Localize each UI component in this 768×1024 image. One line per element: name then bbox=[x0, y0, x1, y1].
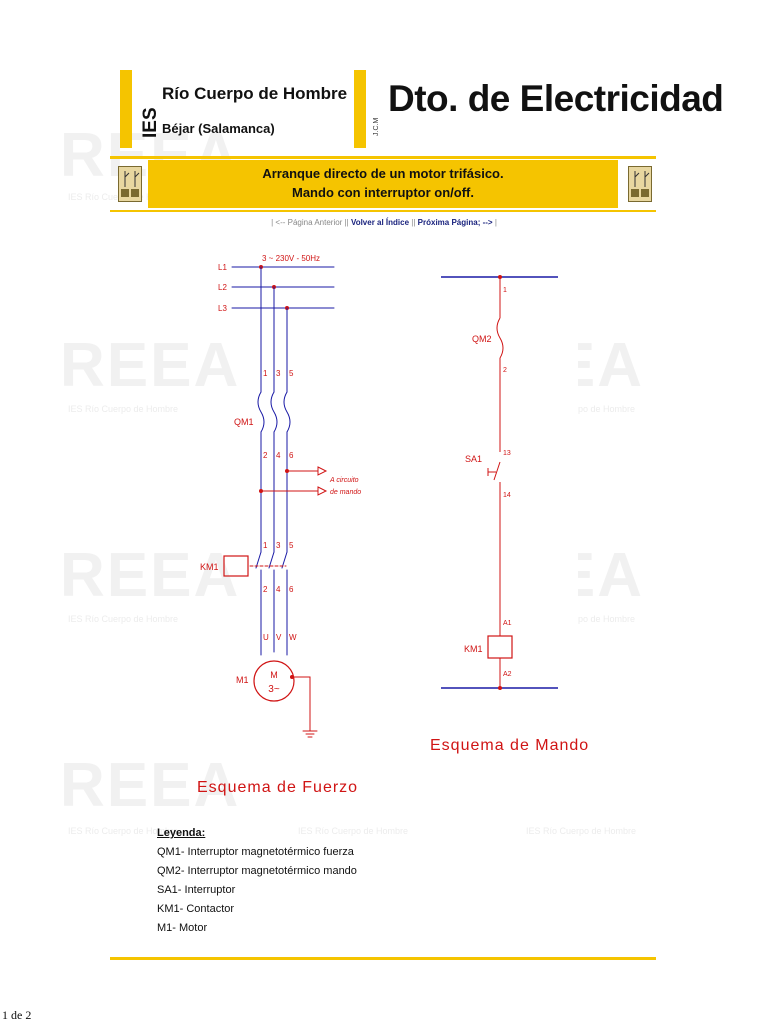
sa1-terminal-14: 14 bbox=[503, 492, 511, 499]
department-title: Dto. de Electricidad bbox=[388, 78, 724, 119]
nav-next-link[interactable]: Próxima Página; --> bbox=[417, 218, 493, 227]
watermark: REEA bbox=[578, 545, 644, 607]
motor-symbol-phases: 3~ bbox=[268, 684, 280, 695]
sa1-terminal-13: 13 bbox=[503, 450, 511, 457]
author-tag: J.C.M bbox=[373, 118, 380, 136]
qm1-label: QM1 bbox=[234, 417, 254, 427]
nav-index-link[interactable]: Volver al Índice bbox=[350, 218, 410, 227]
motor-terminal-v: V bbox=[276, 633, 282, 642]
header-divider bbox=[110, 156, 656, 159]
coil-terminal-a2: A2 bbox=[503, 671, 512, 678]
km1-control-coil bbox=[487, 635, 513, 659]
watermark-sub: IES Río Cuerpo de Hombre bbox=[298, 826, 409, 836]
motor-symbol bbox=[253, 660, 295, 702]
circuit-icon-left bbox=[118, 166, 142, 202]
watermark: REEA bbox=[60, 331, 241, 400]
qm1-terminal-6: 6 bbox=[289, 451, 294, 460]
sa1-contact bbox=[493, 461, 501, 481]
page-number: 1 de 2 bbox=[2, 1008, 32, 1022]
km1-terminal-1: 1 bbox=[263, 541, 268, 550]
ies-logo: IES bbox=[140, 107, 160, 138]
to-control-label: A circuito bbox=[329, 477, 359, 484]
watermark-sub: po de Hombre bbox=[578, 614, 636, 624]
title-band: Arranque directo de un motor trifásico. … bbox=[148, 160, 618, 208]
page-navigation: | <-- Página Anterior || Volver al Índic… bbox=[0, 218, 768, 227]
qm1-breaker bbox=[257, 391, 291, 433]
km1-terminal-6: 6 bbox=[289, 585, 294, 594]
power-circuit: 3 ~ 230V - 50Hz L1 L2 L3 1 3 5 QM1 2 4 6 bbox=[197, 254, 361, 796]
km1-terminal-2: 2 bbox=[263, 585, 268, 594]
control-caption: Esquema de Mando bbox=[430, 737, 589, 754]
coil-terminal-a1: A1 bbox=[503, 620, 512, 627]
legend-item: M1- Motor bbox=[157, 922, 208, 934]
legend: Leyenda: QM1- Interruptor magnetotérmico… bbox=[157, 824, 357, 938]
motor-symbol-m: M bbox=[270, 670, 278, 680]
watermark-sub: po de Hombre bbox=[578, 404, 636, 414]
line-label-l2: L2 bbox=[218, 283, 227, 292]
page-title-line2: Mando con interruptor on/off. bbox=[292, 185, 474, 200]
km1-terminal-3: 3 bbox=[276, 541, 281, 550]
legend-item: QM1- Interruptor magnetotérmico fuerza bbox=[157, 846, 354, 858]
circuit-icon-right bbox=[628, 166, 652, 202]
legend-item: SA1- Interruptor bbox=[157, 884, 236, 896]
m1-label: M1 bbox=[236, 675, 249, 685]
line-label-l1: L1 bbox=[218, 263, 227, 272]
sa1-actuator bbox=[487, 468, 496, 476]
ies-label: IES bbox=[140, 107, 160, 138]
header-accent-left bbox=[120, 70, 132, 148]
sa1-label: SA1 bbox=[465, 454, 482, 464]
arrow-icon bbox=[317, 466, 328, 476]
watermark: REEA bbox=[578, 335, 644, 397]
footer-divider bbox=[110, 957, 656, 960]
km1-control-label: KM1 bbox=[464, 644, 483, 654]
watermark-sub: IES Río Cuerpo de Hombre bbox=[526, 826, 637, 836]
nav-separator: | bbox=[271, 218, 276, 227]
ground-icon bbox=[302, 730, 318, 738]
title-divider bbox=[110, 210, 656, 212]
watermark: REEA bbox=[60, 541, 241, 610]
author-label: J.C.M bbox=[373, 118, 380, 136]
header-accent-right bbox=[354, 70, 366, 148]
switch-icon bbox=[121, 171, 140, 197]
qm1-terminal-1: 1 bbox=[263, 369, 268, 378]
km1-coil-box bbox=[223, 555, 249, 577]
legend-item: QM2- Interruptor magnetotérmico mando bbox=[157, 865, 357, 877]
km1-label: KM1 bbox=[200, 562, 219, 572]
line-label-l3: L3 bbox=[218, 304, 227, 313]
nav-separator: || bbox=[409, 218, 418, 227]
motor-terminal-u: U bbox=[263, 633, 269, 642]
nav-prev-link[interactable]: <-- Página Anterior bbox=[275, 218, 343, 227]
watermark-sub: IES Río Cuerpo de Hombre bbox=[68, 614, 179, 624]
qm2-label: QM2 bbox=[472, 334, 492, 344]
motor-terminal-w: W bbox=[289, 633, 297, 642]
page-title-line1: Arranque directo de un motor trifásico. bbox=[262, 166, 504, 181]
watermark: REEA bbox=[60, 751, 241, 820]
qm1-terminal-4: 4 bbox=[276, 451, 281, 460]
km1-terminal-4: 4 bbox=[276, 585, 281, 594]
km1-terminal-5: 5 bbox=[289, 541, 294, 550]
school-name: Río Cuerpo de Hombre bbox=[162, 84, 348, 103]
qm1-terminal-3: 3 bbox=[276, 369, 281, 378]
watermark-sub: IES Río Cuerpo de Hombre bbox=[68, 404, 179, 414]
watermark-sub: IES Río Cuerpo de Hombre bbox=[68, 826, 179, 836]
supply-label: 3 ~ 230V - 50Hz bbox=[262, 254, 320, 263]
qm1-terminal-2: 2 bbox=[263, 451, 268, 460]
qm1-terminal-5: 5 bbox=[289, 369, 294, 378]
school-location: Béjar (Salamanca) bbox=[162, 121, 275, 136]
to-control-label: de mando bbox=[330, 489, 361, 496]
power-caption: Esquema de Fuerzo bbox=[197, 779, 358, 796]
switch-icon bbox=[631, 171, 650, 197]
qm2-terminal-2: 2 bbox=[503, 367, 507, 374]
qm2-terminal-1: 1 bbox=[503, 287, 507, 294]
nav-separator: || bbox=[342, 218, 351, 227]
arrow-icon bbox=[317, 486, 328, 496]
km1-main-contacts bbox=[255, 551, 288, 569]
legend-item: KM1- Contactor bbox=[157, 903, 235, 915]
qm2-breaker bbox=[496, 317, 504, 359]
control-circuit: 1 QM2 2 13 SA1 14 A1 KM1 A2 Esquema de M… bbox=[430, 275, 589, 754]
ground-wire bbox=[291, 676, 311, 732]
nav-separator: | bbox=[492, 218, 497, 227]
legend-title: Leyenda: bbox=[157, 827, 206, 839]
